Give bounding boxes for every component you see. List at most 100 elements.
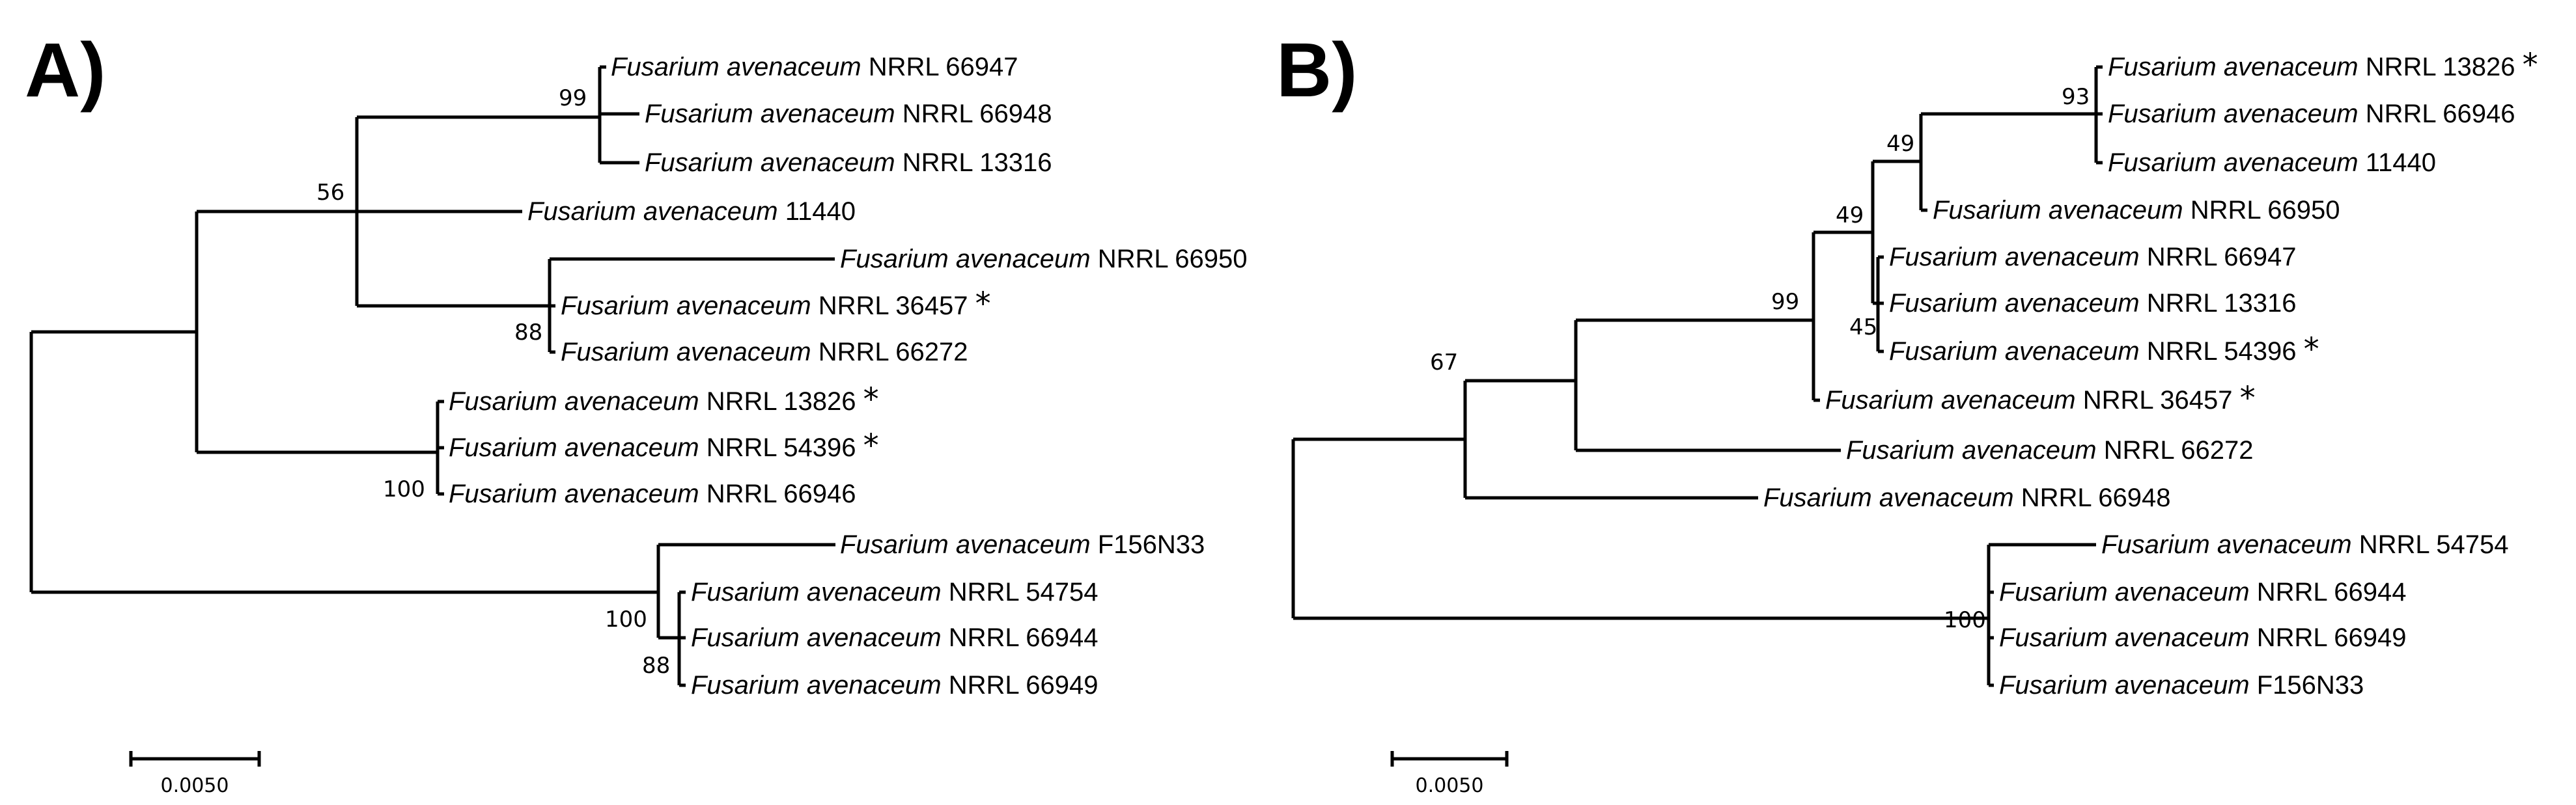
strain-id: NRRL 36457: [819, 292, 968, 320]
strain-id: NRRL 54754: [949, 578, 1099, 607]
bootstrap-value: 88: [514, 320, 542, 346]
strain-id: NRRL 66944: [2257, 578, 2407, 607]
panel-b-label: B): [1276, 27, 1358, 113]
tip-label: Fusarium avenaceum NRRL 54396 *: [449, 428, 879, 464]
species-name: Fusarium avenaceum: [645, 100, 895, 128]
species-name: Fusarium avenaceum: [449, 433, 699, 462]
strain-id: NRRL 66948: [903, 100, 1052, 128]
bootstrap-value: 100: [1944, 607, 1986, 633]
bootstrap-value: 67: [1430, 349, 1458, 375]
strain-id: F156N33: [2257, 671, 2364, 700]
bootstrap-value: 100: [383, 476, 425, 502]
strain-id: NRRL 66272: [2104, 436, 2254, 465]
tip-label: Fusarium avenaceum NRRL 66950: [1933, 196, 2340, 225]
scale-bar-label: 0.0050: [1416, 774, 1484, 797]
panel-a: A): [25, 27, 1248, 797]
strain-id: NRRL 66948: [2021, 484, 2171, 512]
tip-label: Fusarium avenaceum NRRL 66949: [1999, 623, 2407, 652]
species-name: Fusarium avenaceum: [840, 530, 1091, 559]
bootstrap-value: 49: [1836, 202, 1864, 228]
panel-b-branches: [1291, 65, 2103, 687]
species-name: Fusarium avenaceum: [645, 148, 895, 177]
panel-b: B): [1276, 27, 2538, 797]
bootstrap-value: 88: [642, 653, 670, 679]
tip-label: Fusarium avenaceum 11440: [2108, 148, 2436, 177]
strain-id: 11440: [2366, 148, 2436, 177]
tip-label: Fusarium avenaceum NRRL 54754: [2101, 530, 2509, 559]
tip-label: Fusarium avenaceum NRRL 66949: [691, 671, 1099, 700]
tip-label: Fusarium avenaceum NRRL 54396 *: [1889, 331, 2319, 368]
panel-a-label: A): [25, 27, 106, 113]
strain-id: NRRL 66950: [1098, 245, 1248, 273]
panel-b-scale-bar: 0.0050: [1390, 751, 1509, 797]
species-name: Fusarium avenaceum: [691, 671, 942, 700]
species-name: Fusarium avenaceum: [691, 623, 942, 652]
tip-label: Fusarium avenaceum NRRL 66272: [1846, 436, 2254, 465]
species-name: Fusarium avenaceum: [449, 480, 699, 508]
asterisk-marker: *: [2240, 380, 2256, 416]
tip-label: Fusarium avenaceum NRRL 66948: [645, 100, 1052, 128]
species-name: Fusarium avenaceum: [1889, 289, 2140, 318]
strain-id: NRRL 66950: [2191, 196, 2340, 225]
tip-label: Fusarium avenaceum NRRL 66272: [561, 338, 968, 366]
strain-id: NRRL 66949: [949, 671, 1099, 700]
bootstrap-value: 99: [1771, 289, 1799, 315]
asterisk-marker: *: [863, 381, 879, 418]
strain-id: NRRL 13826: [707, 387, 856, 416]
species-name: Fusarium avenaceum: [1999, 578, 2250, 607]
strain-id: NRRL 36457: [2083, 386, 2233, 415]
bootstrap-value: 100: [605, 607, 647, 633]
panel-a-scale-bar: 0.0050: [129, 751, 261, 797]
bootstrap-value: 45: [1849, 314, 1877, 340]
species-name: Fusarium avenaceum: [1999, 671, 2250, 700]
panel-b-bootstrap-values: 93 49 49 99 45 67 100: [1430, 84, 2090, 633]
tip-label: Fusarium avenaceum NRRL 36457 *: [1825, 380, 2256, 416]
tip-label: Fusarium avenaceum NRRL 66947: [611, 53, 1018, 81]
tip-label: Fusarium avenaceum NRRL 13316: [645, 148, 1052, 177]
species-name: Fusarium avenaceum: [1999, 623, 2250, 652]
strain-id: NRRL 13316: [903, 148, 1052, 177]
species-name: Fusarium avenaceum: [611, 53, 861, 81]
asterisk-marker: *: [863, 428, 879, 464]
species-name: Fusarium avenaceum: [1889, 337, 2140, 366]
strain-id: NRRL 54396: [2147, 337, 2297, 366]
strain-id: NRRL 66946: [2366, 100, 2515, 128]
tip-label: Fusarium avenaceum NRRL 66944: [1999, 578, 2407, 607]
strain-id: NRRL 66946: [707, 480, 856, 508]
strain-id: NRRL 54396: [707, 433, 856, 462]
strain-id: NRRL 66947: [2147, 243, 2297, 271]
strain-id: NRRL 66944: [949, 623, 1099, 652]
scale-bar-label: 0.0050: [161, 774, 229, 797]
tip-label: Fusarium avenaceum NRRL 66946: [2108, 100, 2515, 128]
bootstrap-value: 56: [316, 180, 344, 206]
strain-id: NRRL 66272: [819, 338, 968, 366]
scale-bar-line: [1390, 751, 1509, 767]
panel-a-branches: [29, 65, 835, 687]
species-name: Fusarium avenaceum: [1825, 386, 2076, 415]
scale-bar-line: [129, 751, 261, 767]
asterisk-marker: *: [2304, 331, 2319, 368]
tip-label: Fusarium avenaceum NRRL 66950: [840, 245, 1248, 273]
tip-label: Fusarium avenaceum NRRL 66948: [1763, 484, 2171, 512]
tip-label: Fusarium avenaceum NRRL 13826 *: [2108, 47, 2538, 83]
bootstrap-value: 49: [1886, 131, 1914, 157]
panel-a-tip-labels: Fusarium avenaceum NRRL 66947 Fusarium a…: [449, 53, 1248, 700]
asterisk-marker: *: [975, 286, 991, 322]
strain-id: NRRL 13826: [2366, 53, 2515, 81]
species-name: Fusarium avenaceum: [2108, 148, 2359, 177]
species-name: Fusarium avenaceum: [2101, 530, 2352, 559]
tip-label: Fusarium avenaceum NRRL 36457 *: [561, 286, 991, 322]
species-name: Fusarium avenaceum: [1889, 243, 2140, 271]
species-name: Fusarium avenaceum: [561, 292, 811, 320]
bootstrap-value: 99: [559, 85, 587, 111]
species-name: Fusarium avenaceum: [691, 578, 942, 607]
tip-label: Fusarium avenaceum NRRL 66947: [1889, 243, 2297, 271]
tip-label: Fusarium avenaceum NRRL 66944: [691, 623, 1099, 652]
species-name: Fusarium avenaceum: [2108, 53, 2359, 81]
strain-id: F156N33: [1098, 530, 1205, 559]
species-name: Fusarium avenaceum: [561, 338, 811, 366]
asterisk-marker: *: [2523, 47, 2538, 83]
species-name: Fusarium avenaceum: [1933, 196, 2183, 225]
species-name: Fusarium avenaceum: [1846, 436, 2097, 465]
